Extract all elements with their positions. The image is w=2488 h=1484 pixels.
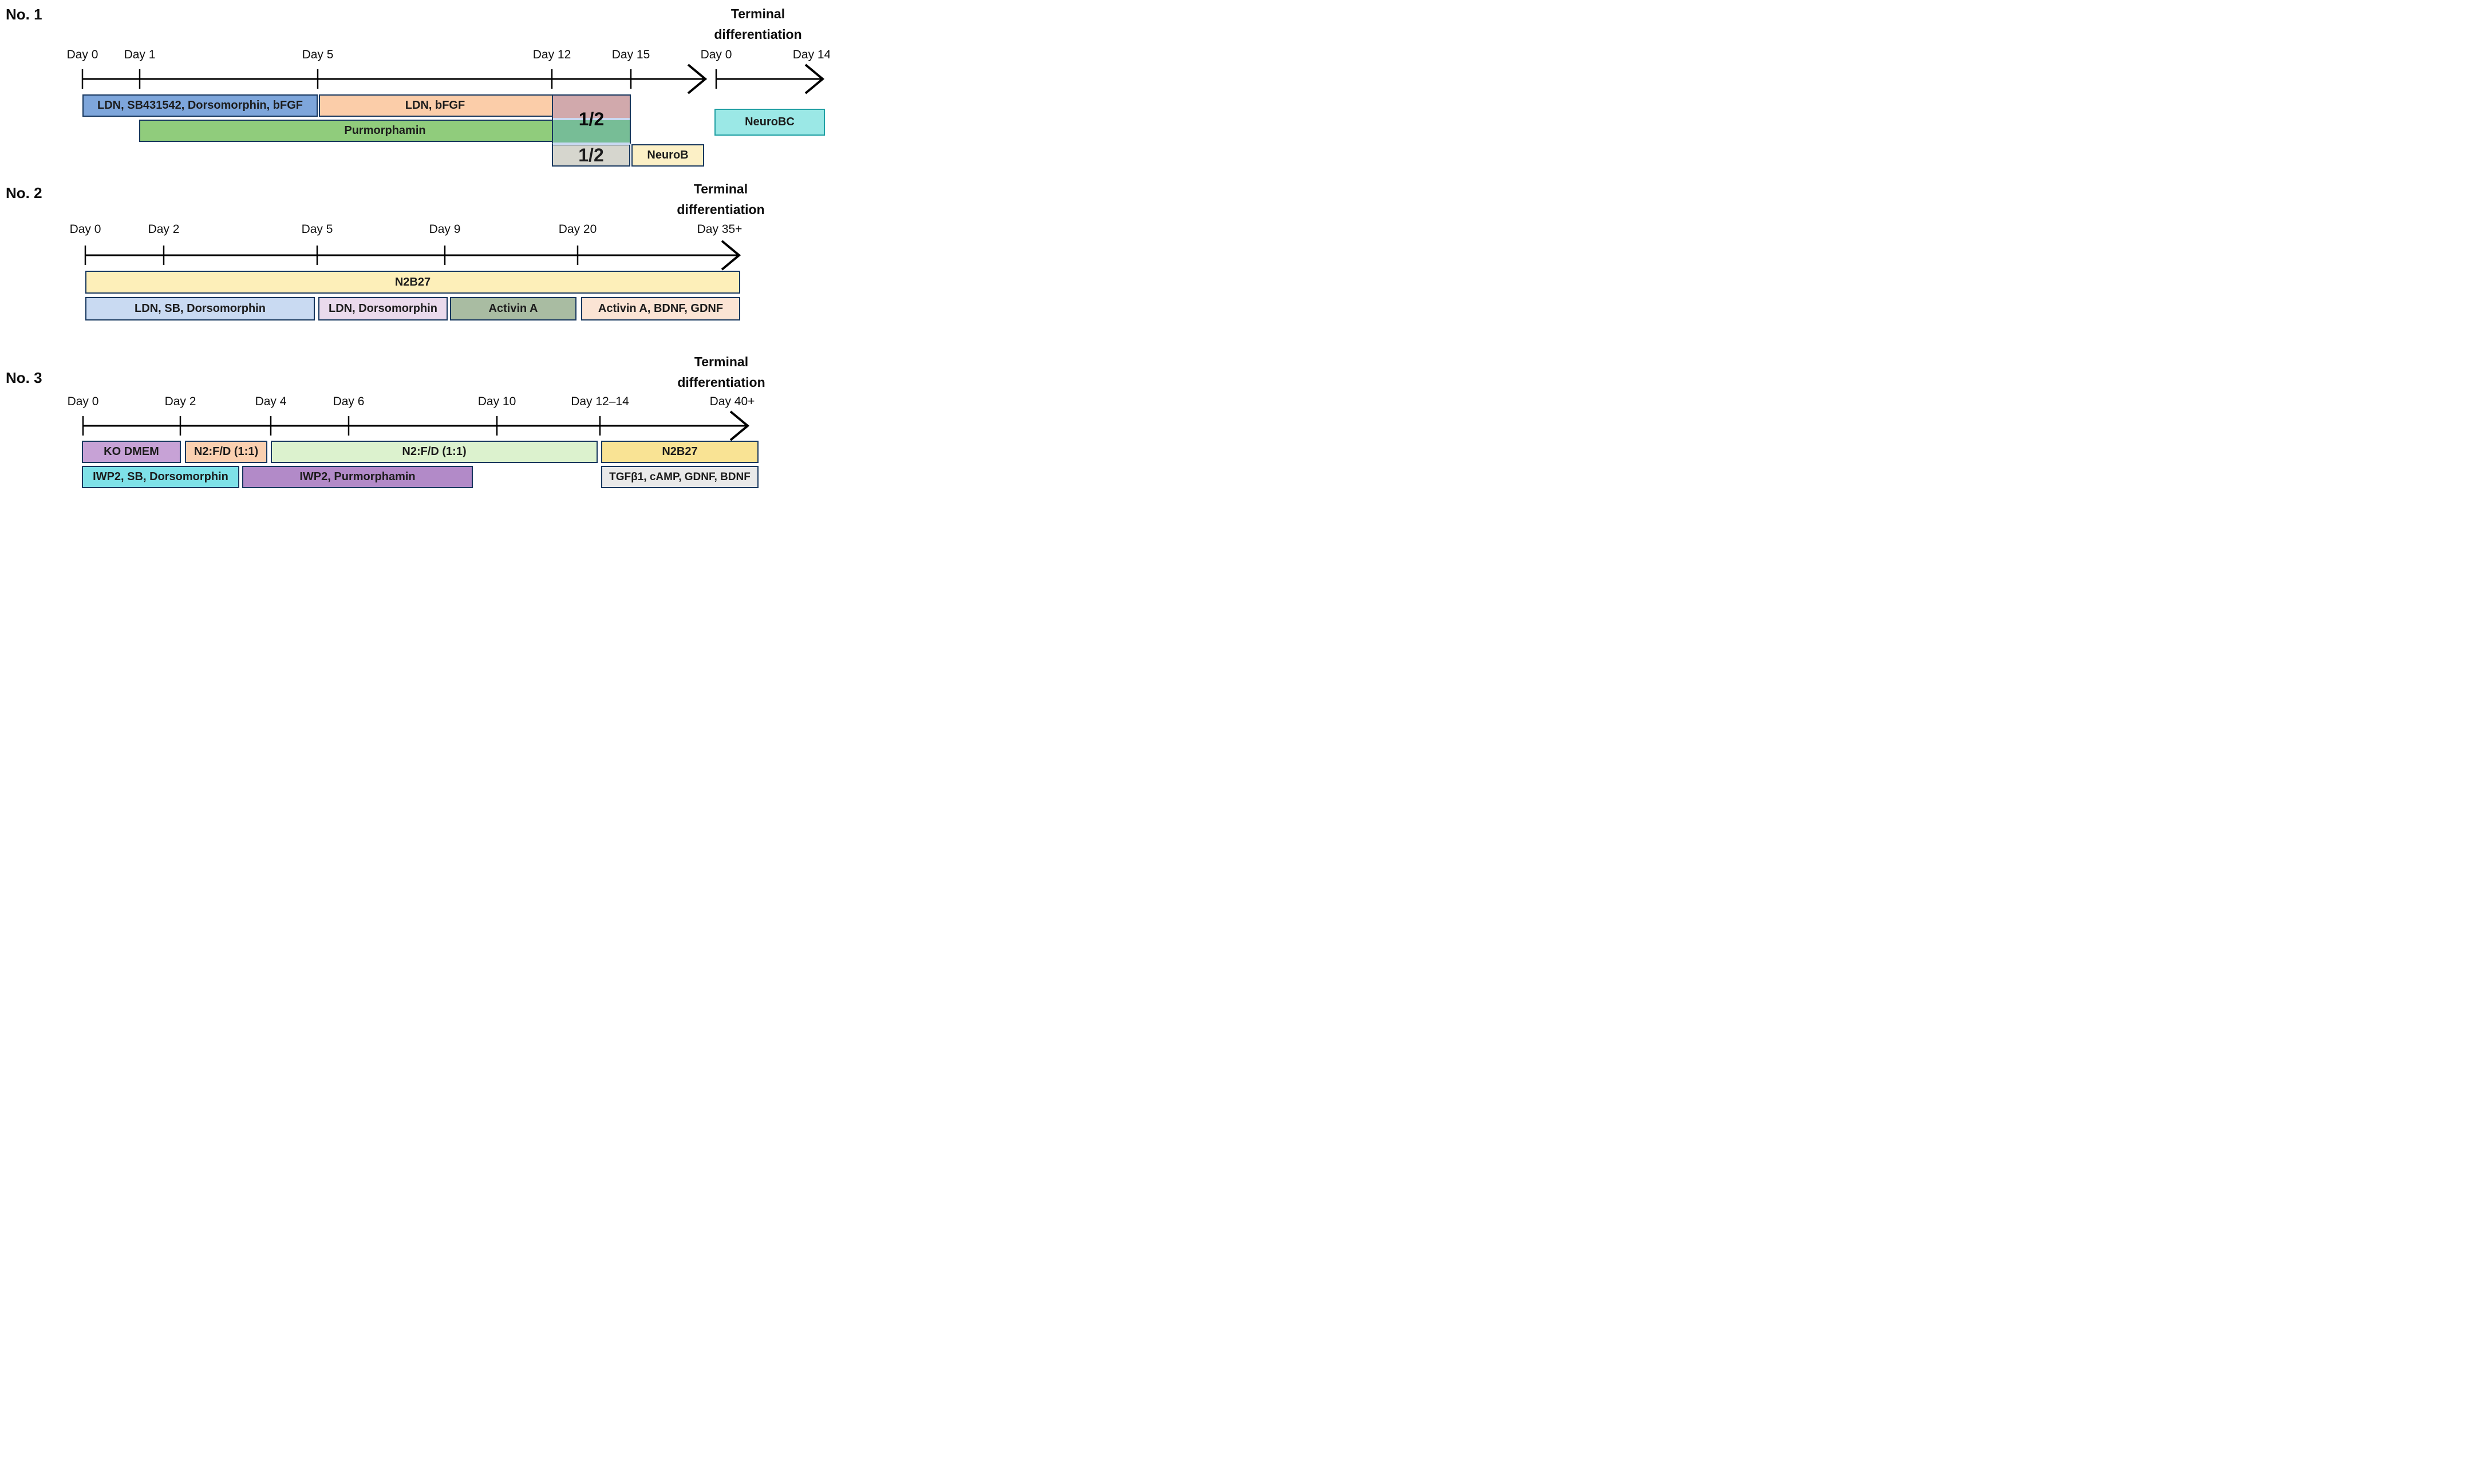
- protocol-1-label: No. 1: [6, 6, 42, 23]
- day-label-p2-day-20: Day 20: [558, 223, 597, 236]
- bar-activin-a-bdnf-gdnf: Activin A, BDNF, GDNF: [581, 297, 740, 320]
- figure-canvas: No. 1 No. 2 No. 3 Terminal differentiati…: [0, 0, 830, 495]
- day-label-p2-day-2: Day 2: [148, 223, 180, 236]
- day-label-p1-day-15: Day 15: [611, 48, 650, 61]
- bar-half-medium: 1/2: [552, 144, 630, 167]
- day-label-p3-day-2: Day 2: [164, 395, 196, 408]
- bar-iwp2-purmorphamin: IWP2, Purmorphamin: [242, 466, 473, 488]
- day-label-p2-day-35: Day 35+: [697, 223, 743, 236]
- bar-n2b27-late: N2B27: [601, 441, 759, 463]
- overlay-segment: [553, 143, 630, 145]
- overlay-half-label: 1/2: [578, 108, 605, 129]
- overlay-segment: [553, 96, 630, 118]
- bar-tgfb1-camp-gdnf-bdnf: TGFβ1, cAMP, GDNF, BDNF: [601, 466, 759, 488]
- terminal-line2: differentiation: [677, 202, 765, 217]
- day-label-p3-day-4: Day 4: [255, 395, 287, 408]
- bar-ldn-dorsomorphin: LDN, Dorsomorphin: [318, 297, 448, 320]
- day-label-p2-day-0: Day 0: [69, 223, 101, 236]
- day-label-p3-day-0: Day 0: [67, 395, 99, 408]
- protocol-3-terminal-differentiation-label: Terminal differentiation: [647, 351, 796, 393]
- terminal-line2: differentiation: [714, 27, 802, 42]
- arrowhead-icon: [687, 64, 708, 94]
- bar-neurob: NeuroB: [631, 144, 704, 167]
- timeline-axes: [81, 64, 825, 441]
- protocol-2-terminal-differentiation-label: Terminal differentiation: [646, 179, 795, 220]
- arrowhead-icon: [729, 410, 750, 441]
- bar-n2fd-1: N2:F/D (1:1): [185, 441, 267, 463]
- arrowhead-icon: [721, 240, 741, 271]
- terminal-line1: Terminal: [694, 354, 749, 369]
- day-label-p2-day-5: Day 5: [301, 223, 333, 236]
- day-label-p1-day-0: Day 0: [700, 48, 732, 61]
- bar-n2b27-full: N2B27: [85, 271, 740, 294]
- day-label-p1-day-12: Day 12: [532, 48, 571, 61]
- bar-iwp2-sb-dorsomorphin: IWP2, SB, Dorsomorphin: [82, 466, 239, 488]
- terminal-line1: Terminal: [693, 181, 748, 196]
- day-label-p1-day-14: Day 14: [792, 48, 830, 61]
- bar-neurobc: NeuroBC: [714, 109, 825, 136]
- day-label-p1-day-5: Day 5: [302, 48, 334, 61]
- terminal-line1: Terminal: [730, 6, 785, 21]
- day-label-p1-day-1: Day 1: [124, 48, 156, 61]
- overlay-segment: [553, 118, 630, 120]
- day-label-p1-day-0: Day 0: [66, 48, 98, 61]
- bar-ko-dmem: KO DMEM: [82, 441, 181, 463]
- bar-purmorphamin: Purmorphamin: [139, 120, 631, 142]
- protocol-2-label: No. 2: [6, 184, 42, 201]
- day-label-p3-day-12-14: Day 12–14: [571, 395, 629, 408]
- day-label-p3-day-10: Day 10: [477, 395, 516, 408]
- arrowhead-icon: [804, 64, 825, 94]
- day-label-p3-day-6: Day 6: [333, 395, 365, 408]
- protocol-1-terminal-differentiation-label: Terminal differentiation: [684, 3, 830, 45]
- bar-n2fd-2: N2:F/D (1:1): [271, 441, 598, 463]
- bar-activin-a: Activin A: [450, 297, 576, 320]
- bar-ldn-sb-dorsomorphin: LDN, SB, Dorsomorphin: [85, 297, 315, 320]
- overlay-half-media-change: 1/2: [552, 94, 631, 145]
- day-label-p3-day-40: Day 40+: [709, 395, 755, 408]
- protocol-3-label: No. 3: [6, 369, 42, 386]
- overlay-segment: [553, 120, 630, 143]
- bar-ldn-sb431542-dorsomorphin-bfgf: LDN, SB431542, Dorsomorphin, bFGF: [82, 94, 318, 117]
- terminal-line2: differentiation: [677, 375, 765, 390]
- day-label-p2-day-9: Day 9: [429, 223, 461, 236]
